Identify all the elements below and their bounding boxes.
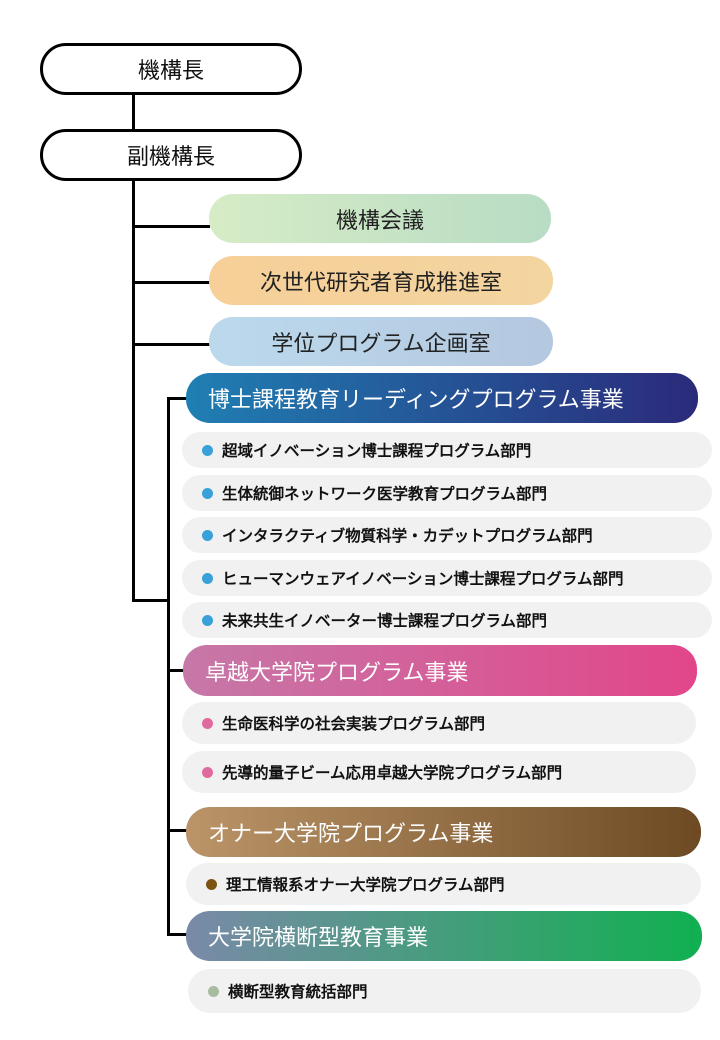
division-item: ヒューマンウェアイノベーション博士課程プログラム部門 bbox=[182, 560, 712, 596]
program-header-honor: オナー大学院プログラム事業 bbox=[186, 807, 701, 857]
division-label: インタラクティブ物質科学・カデットプログラム部門 bbox=[222, 527, 593, 545]
program-label: オナー大学院プログラム事業 bbox=[208, 822, 494, 847]
division-label: 理工情報系オナー大学院プログラム部門 bbox=[226, 876, 505, 894]
bullet-dot-icon bbox=[202, 766, 213, 778]
office-label: 学位プログラム企画室 bbox=[271, 331, 491, 357]
bullet-dot-icon bbox=[208, 985, 219, 997]
division-item: 生命医科学の社会実装プログラム部門 bbox=[182, 702, 696, 744]
division-label: 横断型教育統括部門 bbox=[228, 983, 368, 1001]
division-label: 未来共生イノベーター博士課程プログラム部門 bbox=[222, 612, 548, 630]
bullet-dot-icon bbox=[202, 487, 213, 499]
office-label: 機構会議 bbox=[335, 208, 424, 234]
division-label: ヒューマンウェアイノベーション博士課程プログラム部門 bbox=[222, 570, 624, 588]
office-node-degree-program: 学位プログラム企画室 bbox=[209, 317, 553, 366]
office-node-next-gen: 次世代研究者育成推進室 bbox=[209, 256, 553, 305]
division-item: 先導的量子ビーム応用卓越大学院プログラム部門 bbox=[182, 751, 696, 793]
connector-director-vice bbox=[132, 93, 135, 129]
director-label: 機構長 bbox=[137, 59, 204, 84]
program-label: 大学院横断型教育事業 bbox=[208, 926, 429, 951]
division-item: インタラクティブ物質科学・カデットプログラム部門 bbox=[182, 517, 712, 553]
program-label: 博士課程教育リーディングプログラム事業 bbox=[208, 388, 624, 413]
bullet-dot-icon bbox=[202, 614, 213, 626]
director-node: 機構長 bbox=[40, 43, 302, 95]
division-label: 生命医科学の社会実装プログラム部門 bbox=[222, 715, 486, 733]
division-item: 未来共生イノベーター博士課程プログラム部門 bbox=[182, 602, 712, 638]
vice-director-label: 副機構長 bbox=[126, 145, 215, 170]
program-header-cross-disciplinary: 大学院横断型教育事業 bbox=[186, 911, 702, 961]
division-label: 先導的量子ビーム応用卓越大学院プログラム部門 bbox=[222, 764, 563, 782]
bullet-dot-icon bbox=[202, 572, 213, 584]
program-header-excellence: 卓越大学院プログラム事業 bbox=[183, 645, 697, 696]
division-item: 生体統御ネットワーク医学教育プログラム部門 bbox=[182, 475, 712, 511]
connector-office-2 bbox=[132, 281, 210, 284]
bullet-dot-icon bbox=[202, 529, 213, 541]
connector-office-1 bbox=[132, 225, 210, 228]
bullet-dot-icon bbox=[202, 717, 213, 729]
vice-director-node: 副機構長 bbox=[40, 129, 302, 181]
division-label: 生体統御ネットワーク医学教育プログラム部門 bbox=[222, 485, 548, 503]
connector-office-3 bbox=[132, 343, 210, 346]
office-label: 次世代研究者育成推進室 bbox=[259, 270, 502, 296]
office-node-council: 機構会議 bbox=[209, 194, 551, 243]
division-item: 理工情報系オナー大学院プログラム部門 bbox=[186, 863, 701, 905]
connector-program-3 bbox=[167, 829, 192, 832]
connector-main-vertical bbox=[132, 180, 135, 602]
program-header-leading: 博士課程教育リーディングプログラム事業 bbox=[186, 373, 698, 423]
division-label: 超域イノベーション博士課程プログラム部門 bbox=[222, 442, 532, 460]
program-label: 卓越大学院プログラム事業 bbox=[205, 660, 469, 686]
bullet-dot-icon bbox=[206, 878, 217, 890]
connector-program-vertical bbox=[167, 397, 170, 936]
connector-program-4 bbox=[167, 933, 192, 936]
bullet-dot-icon bbox=[202, 444, 213, 456]
connector-step bbox=[132, 599, 170, 602]
connector-program-1 bbox=[167, 397, 192, 400]
connector-program-2 bbox=[167, 669, 192, 672]
division-item: 超域イノベーション博士課程プログラム部門 bbox=[182, 432, 712, 468]
division-item: 横断型教育統括部門 bbox=[188, 969, 701, 1013]
